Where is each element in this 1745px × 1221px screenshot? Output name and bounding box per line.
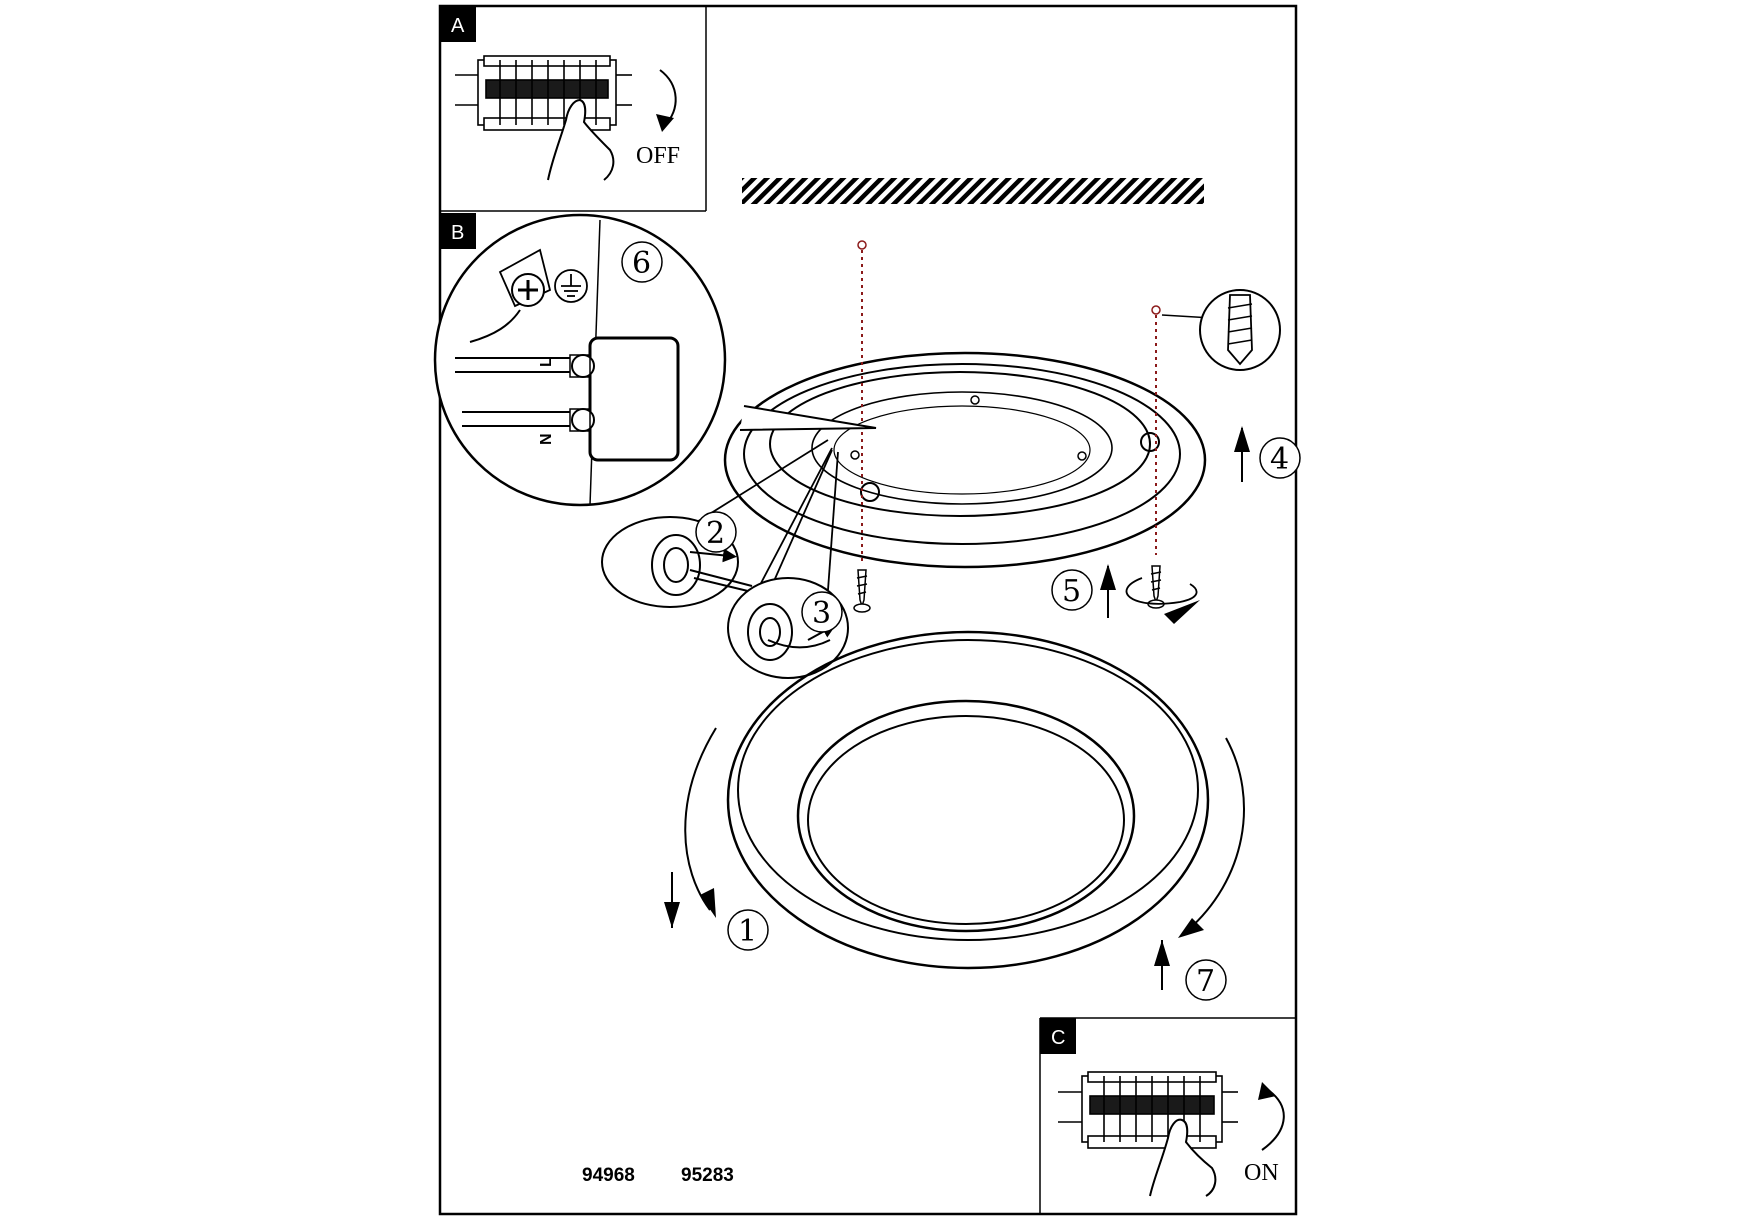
screw-icon — [853, 569, 871, 613]
panel-c-badge — [1040, 1018, 1076, 1054]
step-marker-4: 4 — [1259, 437, 1301, 479]
ceiling-hatch — [742, 178, 1204, 204]
earth-ground-icon — [554, 269, 588, 303]
drill-line-left — [857, 240, 867, 565]
rotate-arrow-left — [684, 727, 717, 911]
panel-a-badge — [440, 6, 476, 42]
hand-icon — [1149, 1118, 1217, 1197]
wall-plug-icon — [1161, 289, 1281, 371]
svg-text:4: 4 — [1270, 442, 1289, 477]
circuit-breaker-icon — [1058, 1071, 1238, 1149]
panel-c-badge-label: C — [1051, 1027, 1065, 1049]
svg-text:2: 2 — [706, 516, 725, 551]
lamp-canopy — [726, 630, 1210, 970]
article-number-1: 94968 — [582, 1165, 635, 1186]
hand-icon — [547, 98, 615, 181]
rotate-arrow-right — [1187, 737, 1245, 931]
step-marker-3: 3 — [801, 591, 843, 633]
svg-text:1: 1 — [738, 914, 757, 949]
panel-a-power-off: A OFF — [440, 6, 707, 212]
panel-c-power-on: C ON — [1039, 1017, 1296, 1214]
circuit-breaker-icon — [455, 55, 632, 131]
screw-turn-arrow — [1125, 577, 1198, 605]
step-marker-7: 7 — [1185, 959, 1227, 1001]
svg-text:5: 5 — [1062, 574, 1081, 609]
ceiling-base-plate — [723, 351, 1207, 569]
svg-text:3: 3 — [812, 596, 831, 631]
panel-a-badge-label: A — [451, 15, 465, 37]
panel-b-installation: B — [433, 213, 1301, 1001]
switch-on-arrow — [1261, 1089, 1285, 1151]
step-marker-6: 6 — [621, 241, 663, 283]
svg-text:6: 6 — [632, 246, 651, 281]
step-marker-5: 5 — [1051, 569, 1093, 611]
wiring-detail-callout: L N — [433, 213, 877, 507]
panel-a-state-label: OFF — [636, 143, 680, 169]
terminal-neutral-label: N — [538, 433, 555, 445]
step-marker-2: 2 — [695, 511, 737, 553]
screw-icon — [1147, 565, 1165, 609]
article-number-2: 95283 — [681, 1165, 734, 1186]
terminal-block — [588, 336, 680, 462]
page-frame — [438, 4, 1298, 1216]
terminal-live-label: L — [538, 357, 555, 367]
step-marker-1: 1 — [727, 909, 769, 951]
panel-b-badge-label: B — [451, 222, 464, 244]
svg-text:7: 7 — [1196, 964, 1215, 999]
panel-b-badge — [440, 213, 476, 249]
drill-line-right — [1151, 305, 1161, 555]
panel-c-state-label: ON — [1244, 1160, 1279, 1186]
